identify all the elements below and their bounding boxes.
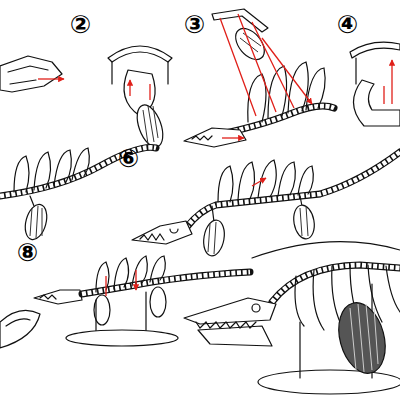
flipper-bones bbox=[208, 222, 216, 254]
vertebral-column bbox=[272, 265, 400, 302]
stand-base bbox=[258, 370, 400, 394]
stand-part bbox=[0, 310, 40, 348]
insert-arrow bbox=[130, 80, 150, 100]
flipper bbox=[150, 287, 166, 317]
vertebral-column bbox=[186, 152, 400, 228]
flipper-bones bbox=[30, 206, 42, 238]
pelvic-bar bbox=[350, 42, 400, 58]
skull bbox=[132, 221, 192, 244]
flipper-bones bbox=[240, 33, 261, 52]
teeth bbox=[192, 136, 212, 140]
flipper-mount bbox=[30, 196, 34, 206]
insert-arrow bbox=[252, 178, 266, 186]
vertebral-column bbox=[272, 265, 400, 302]
teeth bbox=[196, 322, 256, 328]
stand-base bbox=[66, 330, 178, 346]
skull-part bbox=[184, 128, 246, 147]
vertebral-column bbox=[186, 152, 400, 228]
bar-post bbox=[355, 58, 356, 84]
upper-jaw bbox=[184, 298, 276, 324]
teeth bbox=[140, 229, 178, 240]
pectoral-bar bbox=[108, 46, 172, 62]
rib-arches bbox=[14, 148, 89, 192]
skull-part bbox=[0, 56, 62, 92]
rib-arches bbox=[218, 160, 313, 202]
insert-arrow bbox=[222, 137, 244, 138]
flipper bbox=[22, 202, 51, 242]
skull-detail bbox=[8, 66, 48, 84]
flipper bbox=[201, 219, 227, 258]
flipper-bones bbox=[350, 304, 378, 372]
insert-arrow bbox=[220, 14, 312, 116]
flipper bbox=[291, 204, 317, 241]
vertebral-column bbox=[82, 272, 250, 294]
flipper-mount bbox=[353, 80, 400, 126]
insert-arrow bbox=[38, 78, 64, 79]
eye-socket bbox=[252, 304, 260, 312]
stand-ring bbox=[252, 242, 400, 258]
insert-arrow bbox=[384, 60, 392, 104]
flipper-bones bbox=[300, 206, 308, 236]
lower-jaw bbox=[198, 326, 272, 346]
vertebral-column bbox=[82, 272, 250, 294]
step-number: ② bbox=[70, 12, 91, 37]
stand-detail bbox=[6, 319, 30, 326]
skull bbox=[34, 290, 82, 304]
insert-arrow bbox=[106, 270, 136, 296]
step-number: ⑥ bbox=[118, 146, 139, 171]
step-number: ③ bbox=[184, 12, 205, 37]
flipper-bones bbox=[143, 106, 158, 144]
flipper-mount bbox=[212, 196, 302, 222]
step-number: ④ bbox=[337, 12, 358, 37]
teeth bbox=[40, 295, 56, 299]
stand-post bbox=[96, 292, 146, 334]
flipper bbox=[331, 298, 392, 379]
step-number: ⑧ bbox=[17, 240, 38, 265]
flipper bbox=[132, 102, 168, 151]
